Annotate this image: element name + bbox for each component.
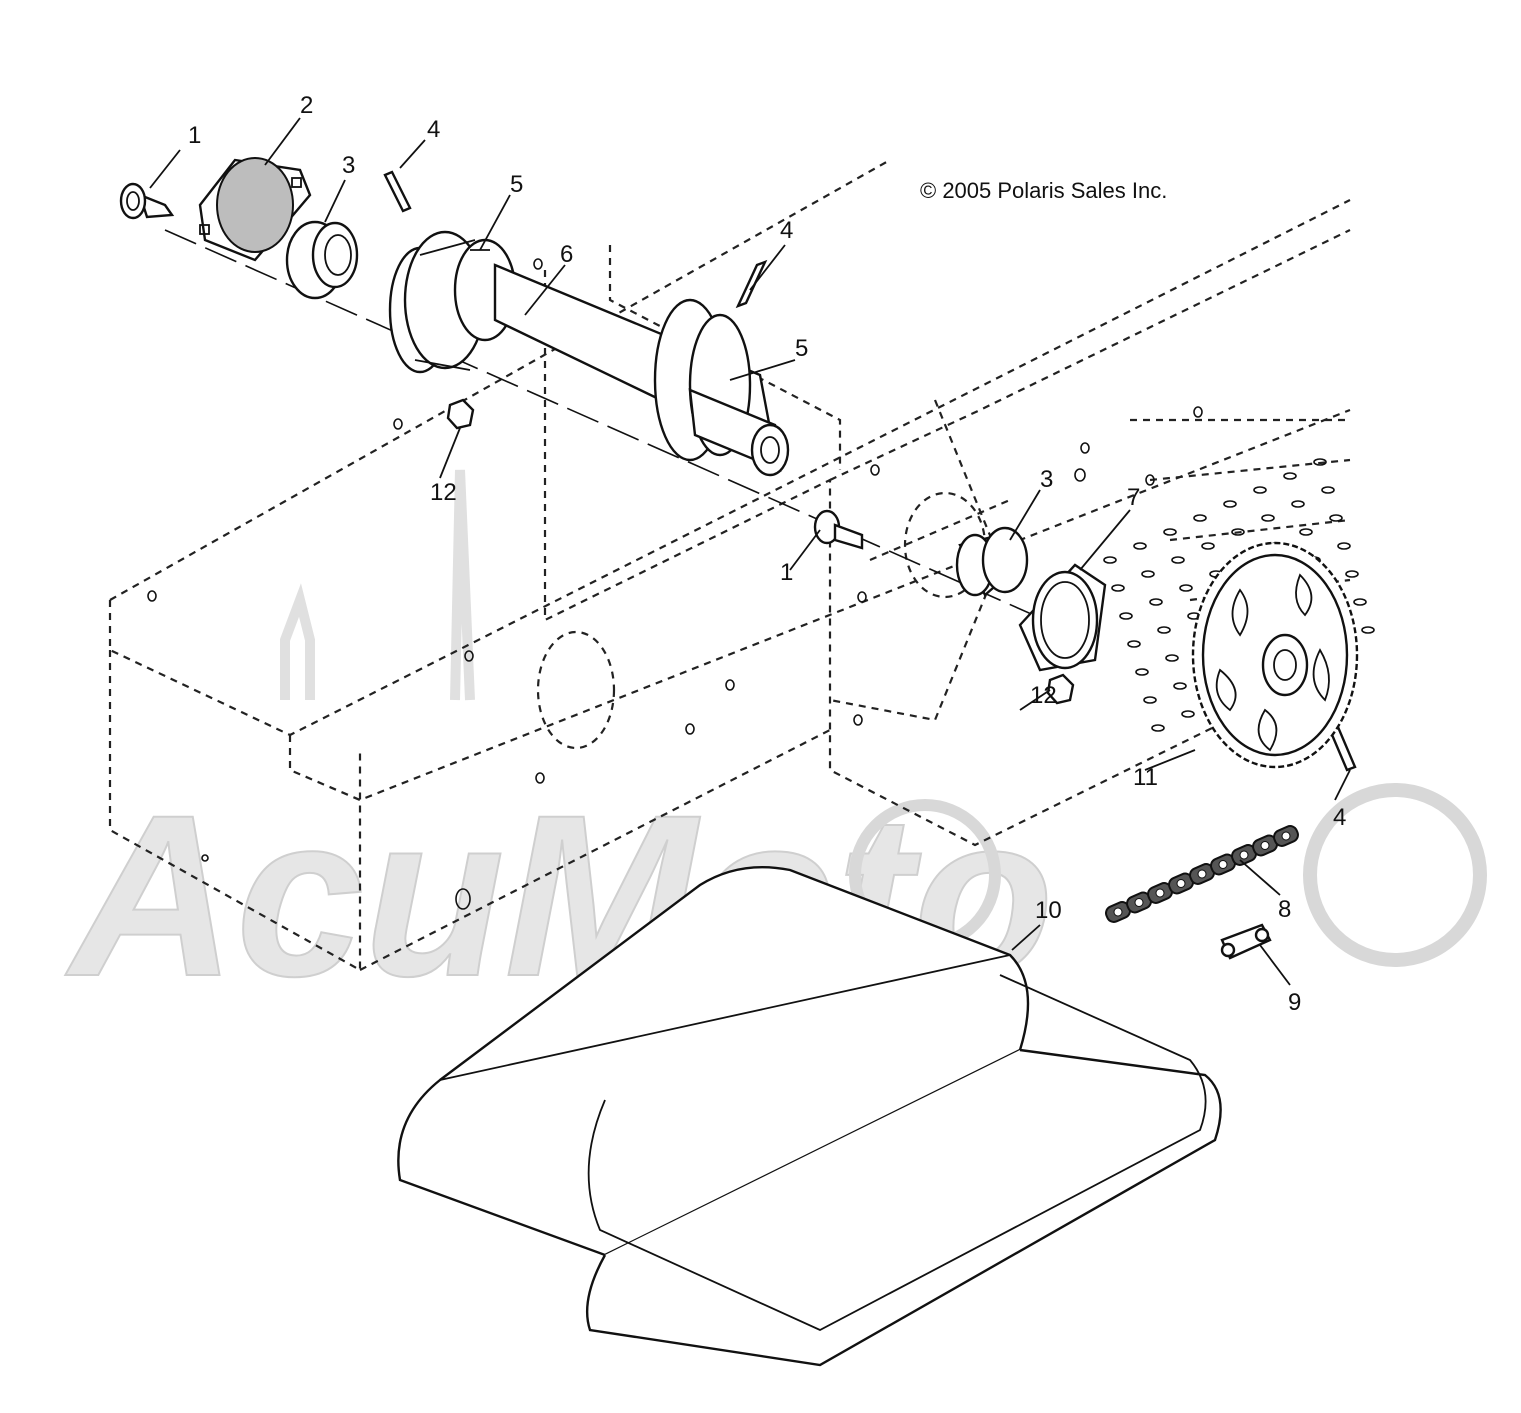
callout-6: 6	[560, 241, 573, 268]
driven-sprocket	[1191, 541, 1359, 769]
callout-3-left: 3	[342, 152, 355, 179]
callout-7: 7	[1127, 484, 1140, 511]
callout-4-top: 4	[427, 116, 440, 143]
callout-labels: 1 2 3 4 5 6 4 5 12 3 7 1 12 11 4 8 10 9	[188, 92, 1346, 1016]
callout-5-left: 5	[510, 171, 523, 198]
copyright-notice: © 2005 Polaris Sales Inc.	[920, 178, 1167, 203]
axle-centerline	[164, 229, 1091, 641]
callout-4-right: 4	[1333, 804, 1346, 831]
nut-right	[1046, 673, 1075, 705]
drive-belt	[397, 865, 1222, 1367]
bolt-left	[119, 182, 175, 220]
callout-1-right: 1	[780, 559, 793, 586]
tunnel-frame	[108, 159, 1351, 972]
master-link	[1220, 923, 1272, 960]
roll-pin-mid	[735, 259, 768, 309]
callout-10: 10	[1035, 897, 1062, 924]
callout-1-top: 1	[188, 122, 201, 149]
bearing-left	[285, 220, 359, 300]
nut-left	[446, 398, 475, 430]
flange-bearing-left	[198, 157, 312, 262]
callout-3-right: 3	[1040, 466, 1053, 493]
callout-2: 2	[300, 92, 313, 119]
roll-pin-top	[383, 170, 412, 213]
drive-axle	[493, 263, 790, 477]
bearing-right	[955, 526, 1029, 597]
callout-11: 11	[1133, 764, 1158, 791]
callout-5-right: 5	[795, 335, 808, 362]
callout-12-left: 12	[430, 479, 457, 506]
callout-4-mid: 4	[780, 217, 793, 244]
callout-8: 8	[1278, 896, 1291, 923]
frame-holes	[147, 258, 1203, 910]
bolt-right	[813, 509, 864, 550]
leader-lines	[149, 117, 1351, 986]
callout-12-right: 12	[1030, 682, 1057, 709]
callout-9: 9	[1288, 989, 1301, 1016]
watermark-wheel-icon	[1303, 783, 1487, 967]
watermark: AcuMoto	[64, 469, 1487, 1025]
watermark-skyline-icon	[280, 469, 475, 701]
flange-bearing-right	[1018, 563, 1107, 672]
drive-chain	[1105, 825, 1299, 923]
